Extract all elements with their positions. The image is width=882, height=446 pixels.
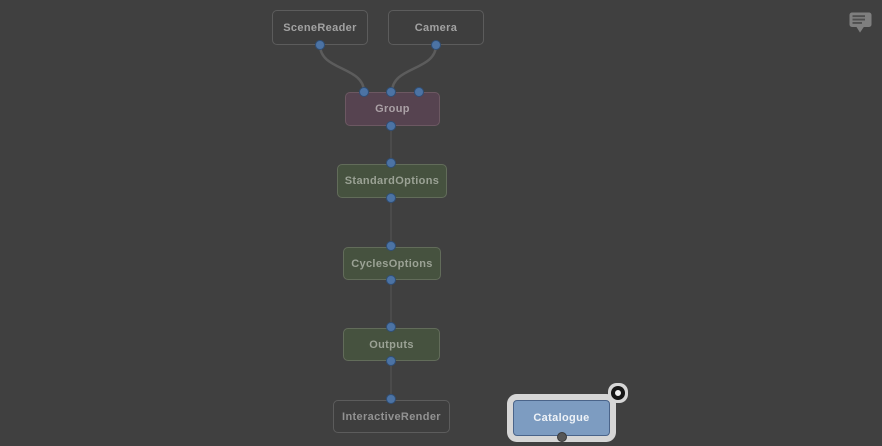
annotation-icon[interactable] <box>849 12 872 33</box>
nodule-outputs[interactable] <box>386 322 396 332</box>
node-standardOptions[interactable]: StandardOptions <box>337 164 447 198</box>
node-label: Catalogue <box>533 412 590 424</box>
node-label: CyclesOptions <box>351 257 433 270</box>
nodule-group[interactable] <box>386 121 396 131</box>
node-camera[interactable]: Camera <box>388 10 484 45</box>
node-label: StandardOptions <box>344 175 440 187</box>
nodule-catalogue[interactable] <box>557 432 567 442</box>
nodule-cyclesOptions[interactable] <box>386 275 396 285</box>
node-label: Outputs <box>369 338 414 351</box>
connection-camera-group[interactable] <box>390 44 438 93</box>
node-interactiveRender[interactable]: InteractiveRender <box>333 400 450 433</box>
nodule-cyclesOptions[interactable] <box>386 241 396 251</box>
node-label: SceneReader <box>283 21 357 34</box>
nodule-group[interactable] <box>414 87 424 97</box>
nodule-standardOptions[interactable] <box>386 158 396 168</box>
node-label: Group <box>375 103 410 115</box>
nodule-camera[interactable] <box>431 40 441 50</box>
nodule-interactiveRender[interactable] <box>386 394 396 404</box>
nodule-sceneReader[interactable] <box>315 40 325 50</box>
nodule-outputs[interactable] <box>386 356 396 366</box>
nodule-standardOptions[interactable] <box>386 193 396 203</box>
nodule-group[interactable] <box>359 87 369 97</box>
node-cyclesOptions[interactable]: CyclesOptions <box>343 247 441 280</box>
connection-sceneReader-group[interactable] <box>318 44 366 93</box>
node-label: InteractiveRender <box>342 410 441 423</box>
node-outputs[interactable]: Outputs <box>343 328 440 361</box>
node-catalogue[interactable]: Catalogue <box>513 400 610 436</box>
nodule-group[interactable] <box>386 87 396 97</box>
node-label: Camera <box>414 21 458 34</box>
speech-bubble-icon <box>849 12 872 33</box>
focus-indicator[interactable] <box>615 390 621 396</box>
